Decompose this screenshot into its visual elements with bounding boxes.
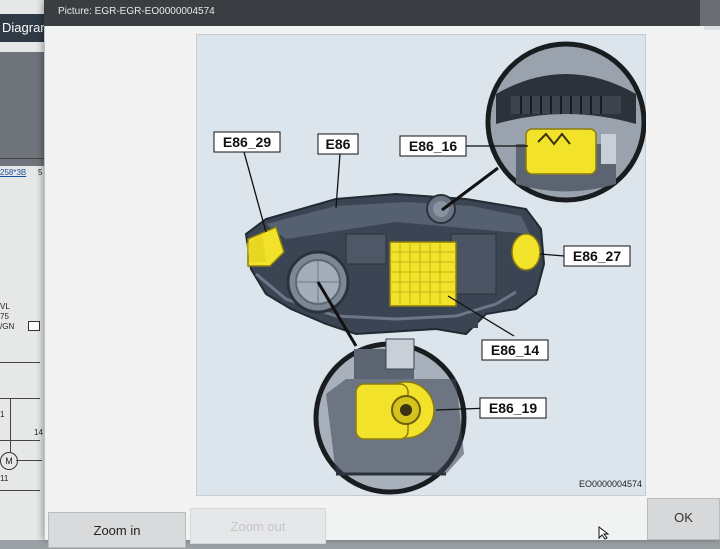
callout-leaders <box>243 145 565 411</box>
headlight-diagram: E86_29 E86 E86_16 E86_27 E86_14 E86_19 E… <box>213 41 646 495</box>
background-link-number: 5 <box>38 168 43 177</box>
background-label: 75 <box>0 312 9 321</box>
wire-line <box>0 398 40 399</box>
callout-e86-27-label: E86_27 <box>573 248 621 264</box>
mouse-cursor-icon <box>598 526 610 540</box>
motor-symbol-label: M <box>5 456 13 466</box>
e86-19-detail-inset <box>313 338 467 495</box>
callout-e86-label: E86 <box>326 136 351 152</box>
zoom-out-button[interactable]: Zoom out <box>190 508 326 544</box>
background-label: VL <box>0 302 10 311</box>
wire-line <box>0 490 40 491</box>
callout-e86-19-label: E86_19 <box>489 400 537 416</box>
e86-16-component <box>525 128 597 175</box>
zoom-in-button[interactable]: Zoom in <box>48 512 186 548</box>
callout-e86-16-label: E86_16 <box>409 138 457 154</box>
wire-line <box>16 460 42 461</box>
callout-e86-19: E86_19 <box>479 397 547 419</box>
wire-line <box>0 440 40 441</box>
e86-29-component-body <box>246 234 266 262</box>
background-label: /GN <box>0 322 15 331</box>
callout-e86: E86 <box>317 133 359 155</box>
e86-27-component <box>511 233 541 271</box>
background-label: 14 <box>34 428 43 437</box>
callout-e86-14: E86_14 <box>481 339 549 361</box>
background-link[interactable]: 258*3B <box>0 168 27 177</box>
ok-button[interactable]: OK <box>647 498 720 540</box>
callout-e86-29-label: E86_29 <box>223 134 271 150</box>
background-panel <box>0 52 46 166</box>
motor-symbol-icon: M <box>0 452 18 470</box>
callout-e86-29: E86_29 <box>213 131 281 153</box>
wire-line <box>10 398 11 452</box>
callout-e86-16: E86_16 <box>399 135 467 157</box>
dialog-corner <box>700 0 720 26</box>
inset-pointer-line <box>441 166 499 212</box>
background-window-title: Diagram <box>0 14 52 42</box>
wire-line <box>0 362 40 363</box>
e86-14-pattern <box>390 242 456 306</box>
divider <box>0 158 44 159</box>
e86-14-component <box>389 241 457 307</box>
e86-16-detail-inset <box>485 41 646 203</box>
document-id: EO0000004574 <box>579 479 642 489</box>
callout-e86-27: E86_27 <box>563 245 631 267</box>
dialog-titlebar[interactable] <box>44 0 720 26</box>
inset-pointer-line <box>316 281 358 347</box>
dialog-title: Picture: EGR-EGR-EO0000004574 <box>58 6 215 17</box>
callout-e86-14-label: E86_14 <box>491 342 539 358</box>
background-label: 1 <box>0 410 5 419</box>
background-label: 11 <box>0 474 9 483</box>
background-connector-box <box>28 321 40 331</box>
